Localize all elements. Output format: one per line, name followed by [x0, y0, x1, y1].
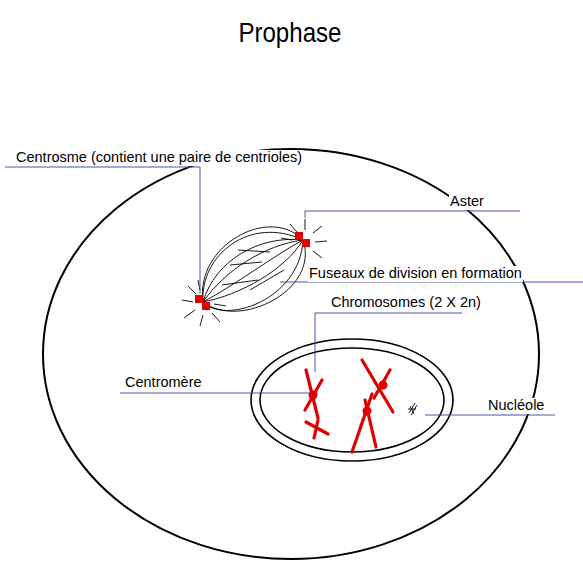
centrosome-label: Centrosme (contient une paire de centrio… [15, 150, 303, 166]
nucleolus-label: Nucléole [487, 398, 545, 414]
spindle-label: Fuseaux de division en formation [308, 266, 523, 282]
leader-lines [5, 167, 583, 415]
chromosomes [305, 360, 393, 452]
centromere-label: Centromère [124, 375, 203, 391]
diagram-title: Prophase [239, 18, 342, 49]
aster-rays [182, 219, 327, 326]
nuclear-envelope-outer [251, 339, 453, 461]
chromosome-label: Chromosomes (2 X 2n) [330, 295, 482, 311]
centromere-dots [309, 381, 388, 416]
spindle-fibers [202, 227, 305, 311]
cell-membrane [43, 149, 539, 559]
nucleolus [408, 403, 417, 415]
nuclear-envelope-inner [260, 348, 444, 452]
centriole-pair [195, 232, 310, 310]
aster-label: Aster [449, 194, 485, 210]
